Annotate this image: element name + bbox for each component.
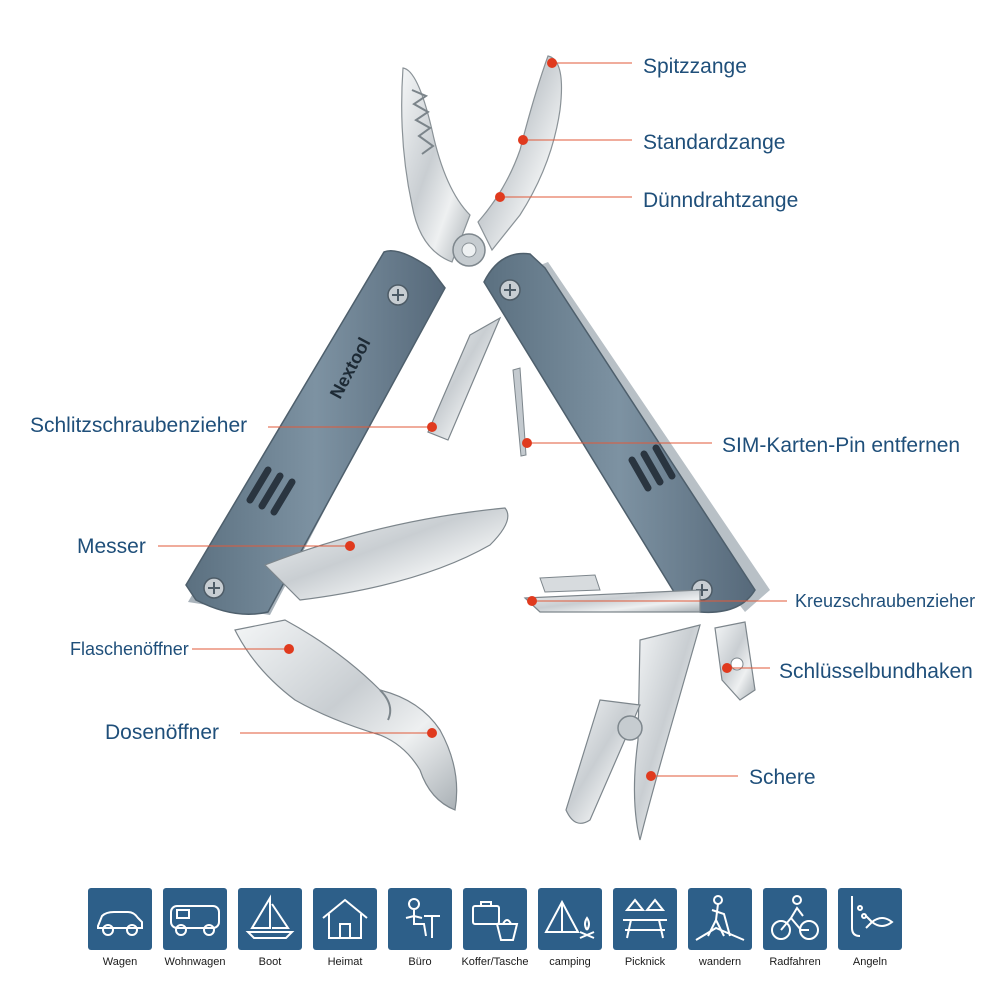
label-schlitzschraubenzieher: Schlitzschraubenzieher	[30, 414, 248, 437]
icon-caption: Wagen	[102, 956, 138, 968]
suitcase-bag-icon	[463, 888, 527, 950]
icon-caption: Boot	[258, 956, 282, 968]
car-icon	[88, 888, 152, 950]
icon-card-picknick: Picknick	[613, 888, 677, 978]
tool-blades	[234, 316, 756, 841]
sailboat-icon	[238, 888, 302, 950]
leader-lines	[158, 62, 787, 777]
hiker-icon	[688, 888, 752, 950]
label-schluesselbundhaken: Schlüsselbundhaken	[779, 660, 973, 683]
label-dosenoeffner: Dosenöffner	[105, 721, 220, 744]
fishing-icon	[838, 888, 902, 950]
icon-card-boot: Boot	[238, 888, 302, 978]
label-flaschenoeffner: Flaschenöffner	[70, 639, 189, 659]
icon-card-wagen: Wagen	[88, 888, 152, 978]
icon-card-koffer-tasche: Koffer/Tasche	[461, 888, 529, 978]
icon-card-heimat: Heimat	[313, 888, 377, 978]
label-duenndrahtzange: Dünndrahtzange	[643, 189, 799, 212]
icon-caption: Radfahren	[769, 956, 821, 968]
office-worker-icon	[388, 888, 452, 950]
callout-dots	[284, 58, 732, 781]
icon-caption: Büro	[408, 956, 432, 968]
icon-card-wandern: wandern	[688, 888, 752, 978]
icon-card-radfahren: Radfahren	[763, 888, 827, 978]
pliers-jaws	[401, 55, 563, 267]
icon-caption: Picknick	[624, 956, 666, 968]
label-spitzzange: Spitzzange	[643, 55, 747, 78]
icon-caption: camping	[549, 956, 591, 968]
right-handle	[483, 252, 770, 614]
left-handle: Nextool	[185, 250, 446, 615]
label-kreuzschraubenzieher: Kreuzschraubenzieher	[795, 591, 976, 611]
label-sim-pin: SIM-Karten-Pin entfernen	[722, 434, 961, 457]
icon-caption: wandern	[698, 956, 742, 968]
label-messer: Messer	[77, 535, 146, 558]
icon-caption: Angeln	[852, 956, 888, 968]
label-schere: Schere	[749, 766, 816, 789]
tent-campfire-icon	[538, 888, 602, 950]
icon-card-wohnwagen: Wohnwagen	[163, 888, 227, 978]
camper-van-icon	[163, 888, 227, 950]
icon-card-camping: camping	[538, 888, 602, 978]
cyclist-icon	[763, 888, 827, 950]
icon-caption: Koffer/Tasche	[461, 956, 529, 968]
icon-card-buero: Büro	[388, 888, 452, 978]
icon-card-angeln: Angeln	[838, 888, 902, 978]
label-standardzange: Standardzange	[643, 131, 786, 154]
icon-caption: Heimat	[327, 956, 363, 968]
usage-icon-row: Wagen Wohnwagen Boot Heimat Büro Koffer/…	[88, 888, 908, 978]
picnic-table-icon	[613, 888, 677, 950]
icon-caption: Wohnwagen	[164, 956, 226, 968]
house-icon	[313, 888, 377, 950]
